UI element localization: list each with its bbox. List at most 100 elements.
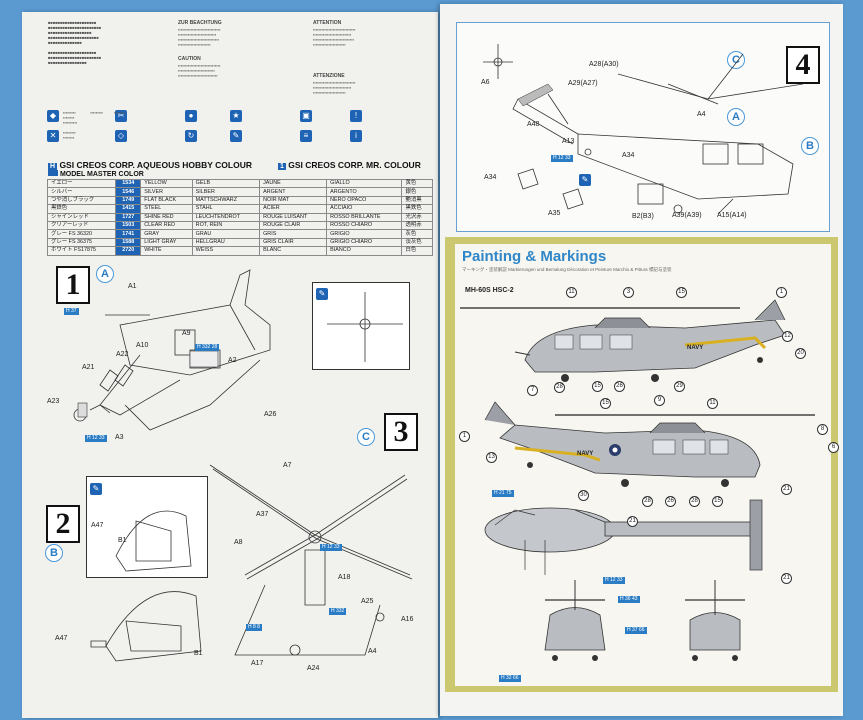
rotor-inset-diagram <box>327 292 403 362</box>
label-b1-b: B1 <box>194 650 203 657</box>
callout-number: 20 <box>795 348 806 359</box>
paint-icon: ✎ <box>230 130 242 142</box>
step-3-inset <box>312 282 410 370</box>
section-title-zur-beachtung: ZUR BEACHTUNG <box>178 20 222 26</box>
step-3-diagram <box>209 464 413 656</box>
paint-cell-kanji: 銀色 <box>401 187 433 197</box>
notes-en: ▪▪▪▪▪▪▪▪▪▪▪▪▪▪▪▪▪▪▪▪▪▪▪▪▪▪▪▪▪▪▪▪▪▪▪▪▪▪▪▪… <box>178 63 221 78</box>
paint-cell-en: LIGHT GRAY <box>140 237 193 248</box>
painting-model: MH-60S HSC-2 <box>465 287 514 294</box>
label-a13: A13 <box>562 138 575 145</box>
paint-brush-icon: ✎ <box>316 288 328 300</box>
label-a6: A6 <box>481 79 490 86</box>
paint-cell-fr: ARGENT <box>259 187 328 197</box>
paint-cell-fr: JAUNE <box>259 178 328 189</box>
label-a37: A37 <box>256 511 269 518</box>
label-a29-a27: A29(A27) <box>568 80 598 87</box>
label-a15-a14: A15(A14) <box>717 212 747 219</box>
step-4-number: 4 <box>786 46 820 84</box>
step-1-number: 1 <box>56 266 90 304</box>
paint-cell-jp: 黒鉄色 <box>46 204 117 214</box>
cement-icon: ◆ <box>47 110 59 122</box>
paint-tag-h332-28: H 332 28 <box>195 344 220 351</box>
callout-number: 29 <box>674 381 685 392</box>
paint-cell-jp: クリアーレッド <box>46 220 117 231</box>
label-b1: B1 <box>118 537 127 544</box>
paint-cell-kanji: 白色 <box>401 246 433 256</box>
step-4-circle-b: B <box>801 137 819 155</box>
callout-number: 15 <box>592 381 603 392</box>
paint-cell-code: 1749 <box>115 195 142 206</box>
paint-cell-code: 1727 <box>115 212 142 222</box>
navy-marking-2: NAVY <box>577 451 594 457</box>
label-a26: A26 <box>264 411 277 418</box>
paint-cell-fr: ACIER <box>259 204 328 214</box>
paint-tag-h12-33: H 12 33 <box>85 435 107 442</box>
paint-cell-de: MATTSCHWARZ <box>191 195 261 206</box>
step-4-circle-a: A <box>727 108 745 126</box>
paint-cell-it: GIALLO <box>326 178 403 189</box>
paint-cell-jp: ホワイト FS17875 <box>46 246 117 256</box>
callout-number: 28 <box>689 496 700 507</box>
paint-cell-code: 2720 <box>115 246 142 256</box>
paint-cell-code: 1741 <box>115 229 142 239</box>
callout-number: 26 <box>614 381 625 392</box>
paint-cell-jp: シャインレッド <box>46 212 117 222</box>
label-a39-a39: A39(A39) <box>672 212 702 219</box>
label-a4: A4 <box>368 648 377 655</box>
paint-cell-en: CLEAR RED <box>140 220 193 231</box>
model-master-header: MODEL MASTER COLOR <box>48 170 144 178</box>
callout-number: 15 <box>676 287 687 298</box>
paint-tag-p4: H 37 66 <box>625 627 647 634</box>
callout-number: 7 <box>527 385 538 396</box>
paint-cell-de: GRAU <box>191 229 261 239</box>
paint-cell-kanji: 艶消黒 <box>401 195 433 206</box>
label-a4-right: A4 <box>697 111 706 118</box>
label-a3: A3 <box>115 434 124 441</box>
notes-de: ▪▪▪▪▪▪▪▪▪▪▪▪▪▪▪▪▪▪▪▪▪▪▪▪▪▪▪▪▪▪▪▪▪▪▪▪▪▪▪▪… <box>178 27 221 47</box>
step-3-number: 3 <box>384 413 418 451</box>
paint-cell-it: ACCIAIO <box>326 204 403 214</box>
paint-cell-en: YELLOW <box>140 178 193 189</box>
callout-number: 28 <box>554 382 565 393</box>
step-1-circle: A <box>96 265 114 283</box>
paint-cell-jp: シルバー <box>46 187 117 197</box>
paint-cell-fr: BLANC <box>259 246 328 256</box>
label-b2-b3: B2(B3) <box>632 213 654 220</box>
paint-brush-icon-3: ✎ <box>579 174 591 186</box>
callout-number: 28 <box>642 496 653 507</box>
paint-cell-it: GRIGIO CHIARO <box>326 237 403 248</box>
paint-tag-step3-h332: H 332 <box>329 608 347 615</box>
paint-cell-de: GELB <box>191 178 261 189</box>
option-icon: ◇ <box>115 130 127 142</box>
label-a22: A22 <box>116 351 129 358</box>
callout-number: 15 <box>712 496 723 507</box>
label-a24: A24 <box>307 665 320 672</box>
paint-cell-kanji: 光沢赤 <box>401 212 433 222</box>
label-a9: A9 <box>182 330 191 337</box>
callout-number: 21 <box>627 516 638 527</box>
label-a34-b: A34 <box>484 174 497 181</box>
callout-number: 30 <box>578 490 589 501</box>
paint-cell-de: STAHL <box>191 204 261 214</box>
section-title-attenzione: ATTENZIONE <box>313 73 345 79</box>
paint-cell-kanji: 黄色 <box>401 178 433 189</box>
callout-number: 8 <box>817 424 828 435</box>
label-a2: A2 <box>228 357 237 364</box>
callout-number: 6 <box>828 442 839 453</box>
callout-number: 13 <box>486 452 497 463</box>
paint-cell-code: 1588 <box>115 237 142 248</box>
step-2-number: 2 <box>46 505 80 543</box>
mr-colour-header: 1 GSI CREOS CORP. MR. COLOUR <box>278 160 421 170</box>
label-a47-b: A47 <box>55 635 68 642</box>
callout-number: 1 <box>459 431 470 442</box>
callout-number: 9 <box>654 395 665 406</box>
paint-tag-p1: H 21 75 <box>492 490 514 497</box>
callout-number: 11 <box>566 287 577 298</box>
section-title-caution: CAUTION <box>178 56 201 62</box>
